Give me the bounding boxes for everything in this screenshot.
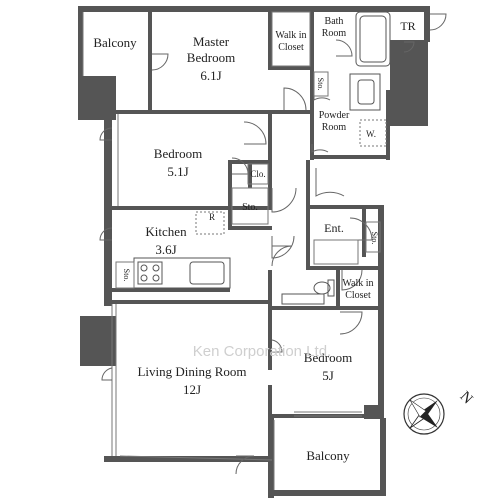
balcony-bottom-label: Balcony xyxy=(306,448,350,463)
kitchen-size: 3.6J xyxy=(155,242,176,257)
watermark: Ken Corporation Ltd. xyxy=(193,343,331,360)
doors xyxy=(99,13,447,475)
bedroom-right-size: 5J xyxy=(322,368,334,383)
walk-in-closet-right-label-2: Closet xyxy=(345,290,371,301)
storage-hall xyxy=(231,187,269,225)
bedroom-mid-size: 5.1J xyxy=(167,164,188,179)
entrance-step xyxy=(313,239,359,265)
sink xyxy=(189,261,225,285)
walk-in-closet-top-label-2: Closet xyxy=(278,42,304,53)
master-bedroom-size: 6.1J xyxy=(200,68,221,83)
kitchen-label: Kitchen xyxy=(145,224,187,239)
vanity xyxy=(349,73,381,111)
master-bedroom-label-2: Bedroom xyxy=(187,50,235,65)
bedroom-right-label: Bedroom xyxy=(304,350,352,365)
living-dining-label: Living Dining Room xyxy=(137,364,246,379)
interior-walls xyxy=(112,10,390,420)
bedroom-mid-label: Bedroom xyxy=(154,146,202,161)
toilet xyxy=(313,281,331,295)
storage-kitchen-label: Sto. xyxy=(122,269,131,282)
storage-bath xyxy=(313,71,329,97)
washer-space xyxy=(359,119,387,147)
bath-room-label: Bath xyxy=(325,16,344,27)
shoe-cabinet xyxy=(281,293,325,305)
refrigerator-space xyxy=(195,211,225,235)
walk-in-closet-top-label: Walk in xyxy=(275,30,306,41)
walk-in-closet-top-box xyxy=(271,11,311,67)
room-labels: Balcony Master Bedroom 6.1J Walk in Clos… xyxy=(93,16,415,463)
storage-hall-label: Sto. xyxy=(242,202,258,213)
washer-label: W. xyxy=(366,129,376,139)
storage-bath-label: Sto. xyxy=(316,78,325,91)
living-dining-size: 12J xyxy=(183,382,201,397)
storage-entrance xyxy=(365,221,381,253)
compass-north-label: N xyxy=(457,389,476,408)
walk-in-closet-right-label: Walk in xyxy=(342,278,373,289)
storage-kitchen xyxy=(115,261,135,289)
refrigerator-label: R xyxy=(209,212,215,222)
closet-bedroom xyxy=(247,163,269,185)
fixtures xyxy=(115,11,391,305)
master-bedroom-label: Master xyxy=(193,34,230,49)
bathtub xyxy=(355,11,391,67)
closet-label: Clo. xyxy=(250,169,265,179)
trunk-room-label: TR xyxy=(400,19,415,33)
powder-room-label: Powder xyxy=(319,110,350,121)
compass-icon xyxy=(403,393,445,435)
bath-room-label-2: Room xyxy=(322,28,347,39)
entrance-label: Ent. xyxy=(324,221,344,235)
storage-entrance-label: Sto. xyxy=(370,232,379,245)
stove xyxy=(137,261,163,285)
balcony-top-label: Balcony xyxy=(93,35,137,50)
powder-room-label-2: Room xyxy=(322,122,347,133)
